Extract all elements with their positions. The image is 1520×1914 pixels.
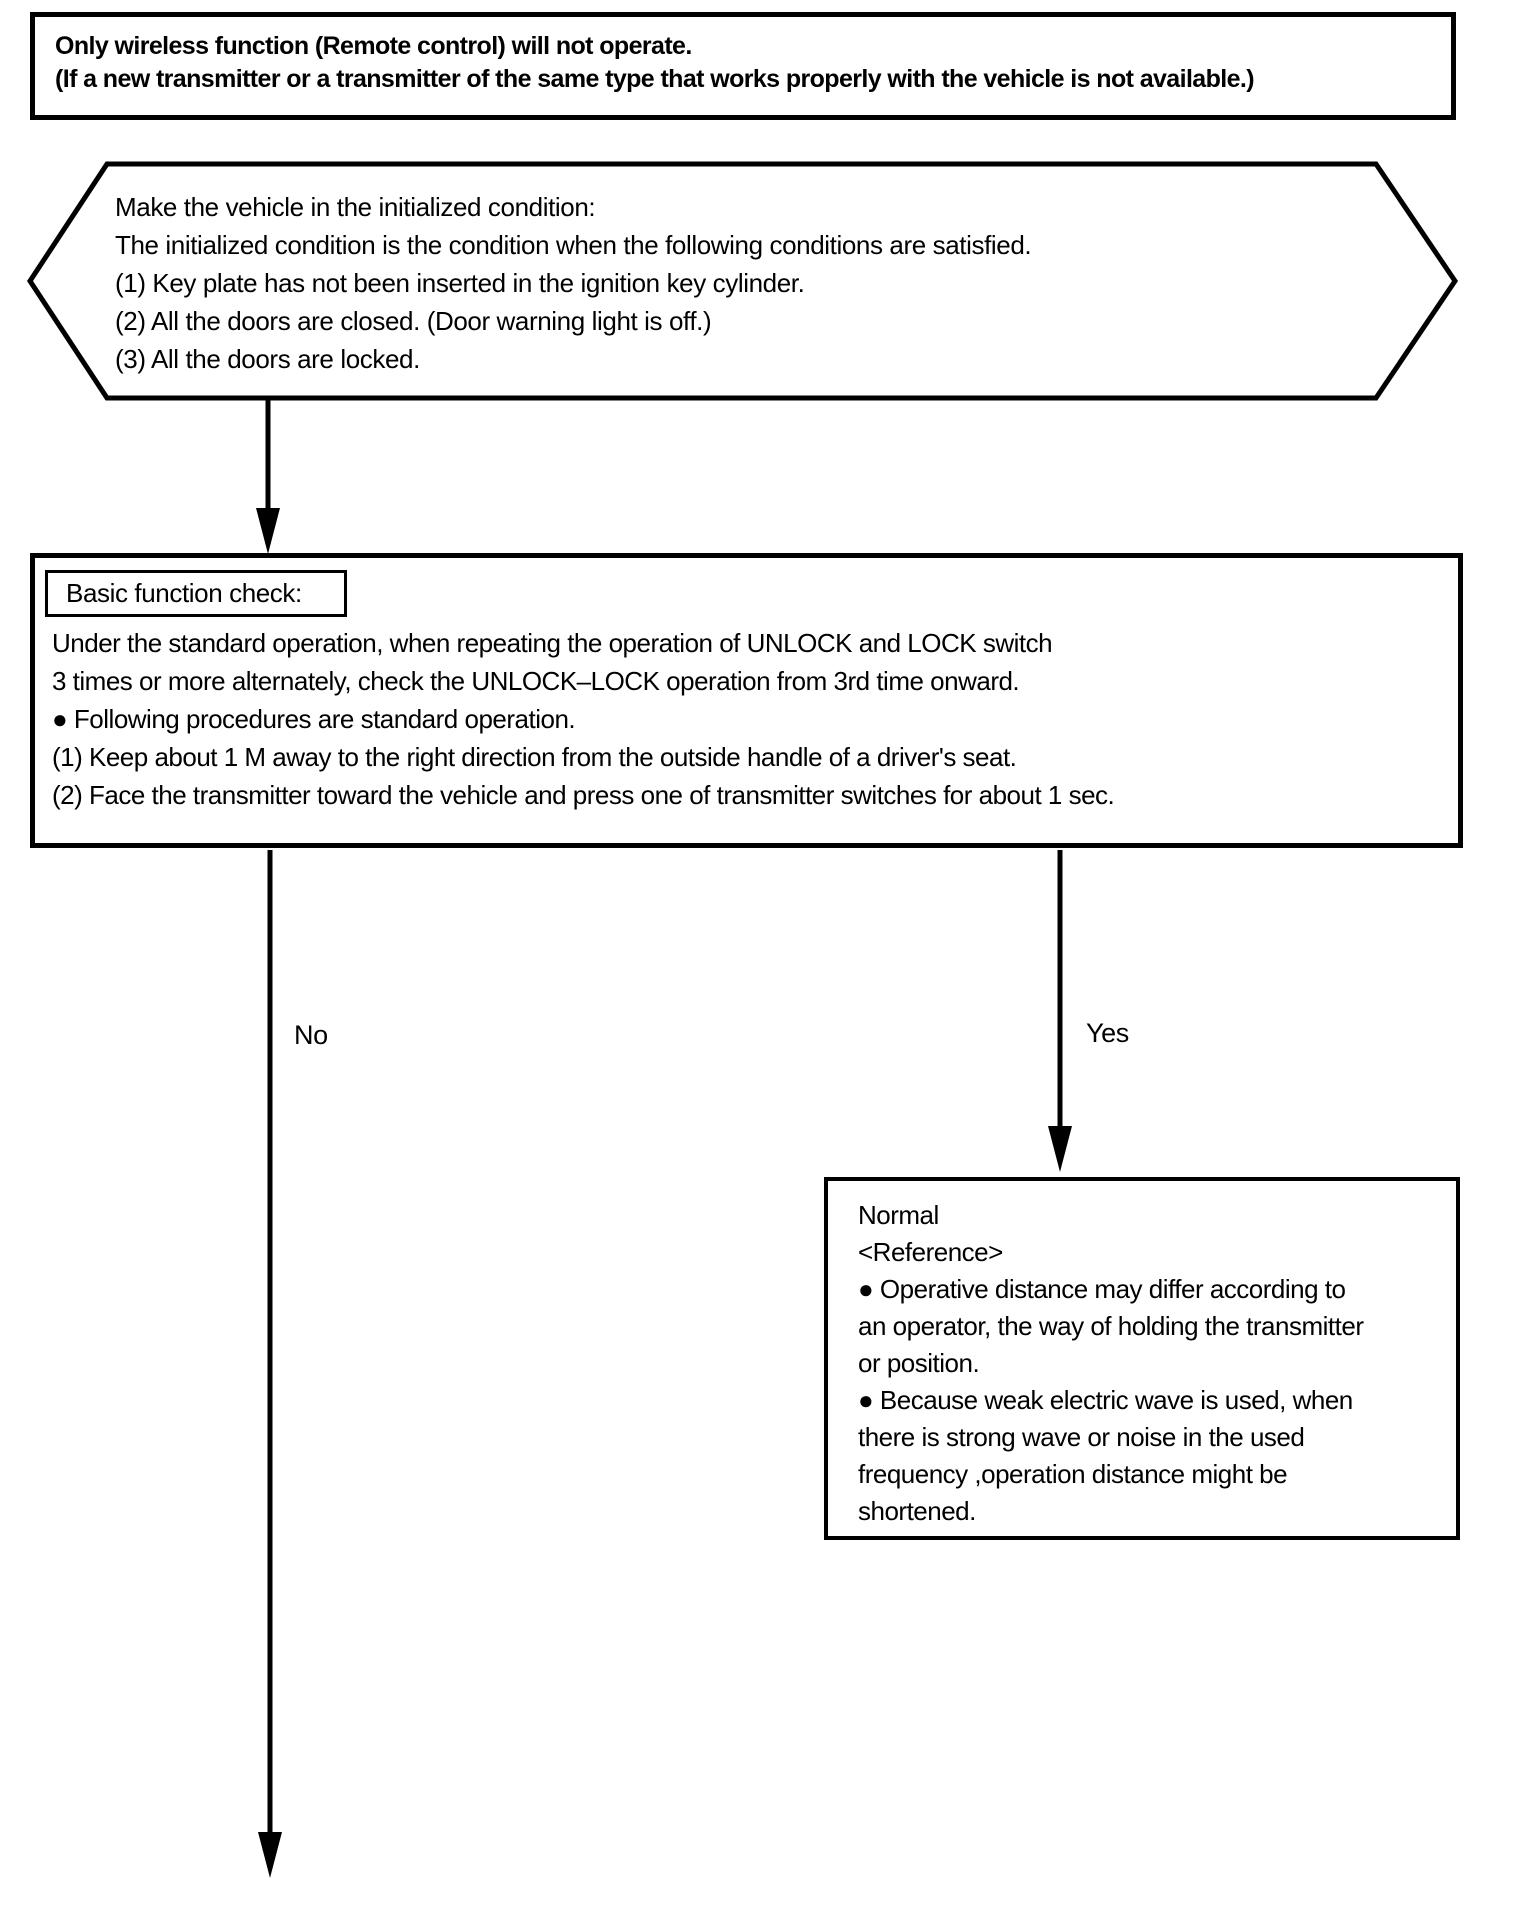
basic-function-check-label-box: Basic function check: (45, 570, 347, 617)
no-branch-arrowhead-icon (258, 1832, 282, 1878)
problem-statement-line-1: Only wireless function (Remote control) … (55, 32, 692, 60)
normal-result-line: ● Because weak electric wave is used, wh… (858, 1385, 1353, 1415)
basic-function-check-label: Basic function check: (66, 578, 302, 608)
initial-condition-line: (2) All the doors are closed. (Door warn… (115, 306, 712, 336)
initial-condition-line: The initialized condition is the conditi… (115, 230, 1032, 260)
basic-function-check-line: 3 times or more alternately, check the U… (52, 666, 1020, 696)
normal-result-box: Normal <Reference> ● Operative distance … (824, 1177, 1460, 1540)
normal-result-line: there is strong wave or noise in the use… (858, 1422, 1305, 1452)
basic-function-check-line: Under the standard operation, when repea… (52, 628, 1053, 658)
normal-result-line: frequency ,operation distance might be (858, 1459, 1288, 1489)
initial-condition-line: (3) All the doors are locked. (115, 344, 420, 374)
initial-condition-hexagon-shape (27, 161, 1459, 401)
initial-condition-line: Make the vehicle in the initialized cond… (115, 192, 596, 222)
basic-function-check-line: (2) Face the transmitter toward the vehi… (52, 780, 1115, 810)
problem-statement-box: Only wireless function (Remote control) … (30, 12, 1456, 120)
problem-statement-line-2: (If a new transmitter or a transmitter o… (55, 65, 1255, 93)
normal-result-line: <Reference> (858, 1237, 1003, 1267)
normal-result-line: ● Operative distance may differ accordin… (858, 1274, 1346, 1304)
normal-result-line: an operator, the way of holding the tran… (858, 1311, 1364, 1341)
basic-function-check-line: ● Following procedures are standard oper… (52, 704, 576, 734)
basic-function-check-line: (1) Keep about 1 M away to the right dir… (52, 742, 1017, 772)
normal-result-line: shortened. (858, 1496, 976, 1526)
arrowhead-hexagon-to-basic-check-icon (256, 508, 280, 554)
basic-function-check-text: Under the standard operation, when repea… (52, 624, 1115, 814)
no-branch-label: No (294, 1020, 328, 1050)
yes-branch-arrowhead-icon (1048, 1126, 1072, 1172)
yes-branch-label: Yes (1086, 1018, 1129, 1048)
normal-result-line: Normal (858, 1200, 939, 1230)
initial-condition-text: Make the vehicle in the initialized cond… (115, 188, 1032, 378)
initial-condition-line: (1) Key plate has not been inserted in t… (115, 268, 805, 298)
normal-result-line: or position. (858, 1348, 980, 1378)
